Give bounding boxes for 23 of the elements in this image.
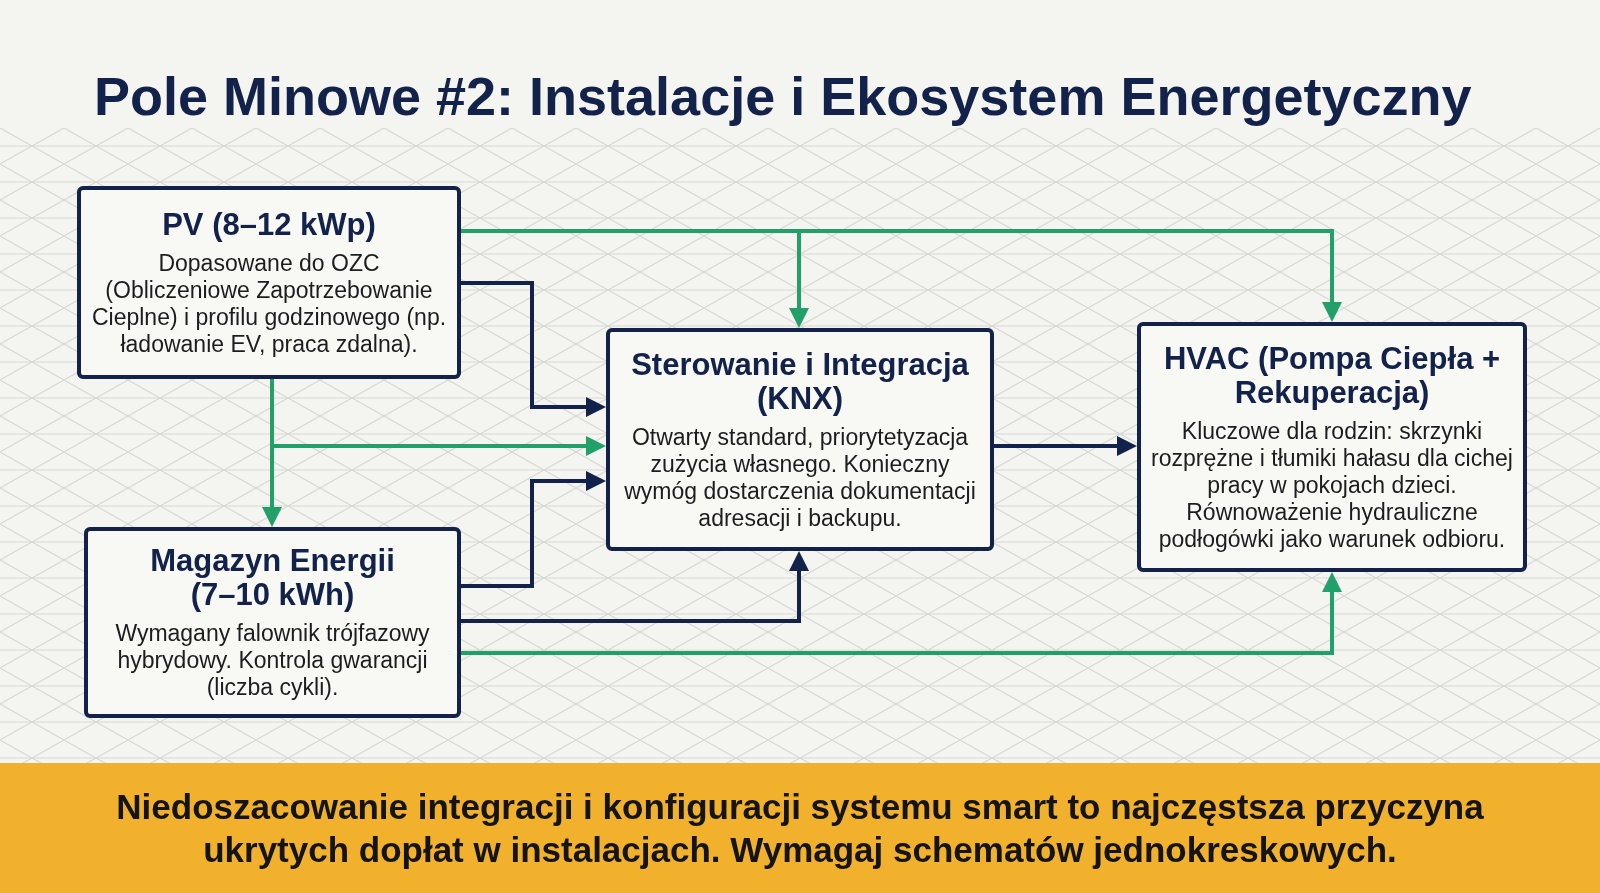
- box-description: Dopasowane do OZC (Obliczeniowe Zapotrzebowanie Cieplne) i profilu godzinowego (np. ładowanie EV, praca zdalna).: [91, 249, 447, 358]
- box-title: HVAC (Pompa Ciepła + Rekuperacja): [1162, 341, 1502, 410]
- arrow: [994, 436, 1137, 456]
- box-description: Otwarty standard, priorytetyzacja zużycia własnego. Konieczny wymóg dostarczenia dokumentacji adresacji i backupu.: [623, 423, 977, 532]
- box-title: PV (8–12 kWp): [162, 207, 376, 242]
- process-box: [84, 527, 461, 718]
- box-title: Magazyn Energii (7–10 kWh): [149, 544, 396, 612]
- arrow: [461, 551, 809, 623]
- box-description: Wymagany falownik trójfazowy hybrydowy. Kontrola gwarancji (liczba cykli).: [114, 620, 431, 701]
- arrow: [461, 572, 1342, 655]
- arrow: [789, 231, 809, 328]
- title: Pole Minowe #2: Instalacje i Ekosystem Energetyczny: [94, 66, 1472, 126]
- arrow: [262, 446, 282, 527]
- process-box: [1137, 322, 1527, 572]
- caption-text: Niedoszacowanie integracji i konfiguracji systemu smart to najczęstsza przyczyna ukrytych dopłat w instalacjach. Wymagaj schematów jednokreskowych.: [115, 786, 1485, 871]
- process-box: [77, 186, 461, 379]
- process-box: [606, 328, 994, 551]
- arrow: [461, 281, 606, 417]
- connector-line: [270, 379, 274, 446]
- box-title: Sterowanie i Integracja (KNX): [630, 347, 970, 416]
- box-description: Kluczowe dla rodzin: skrzynki rozprężne i tłumiki hałasu dla cichej pracy w pokojach dzieci. Równoważenie hydrauliczne podłogówki jako warunek odbioru.: [1151, 417, 1513, 553]
- arrow: [461, 471, 606, 588]
- arrow: [272, 436, 606, 456]
